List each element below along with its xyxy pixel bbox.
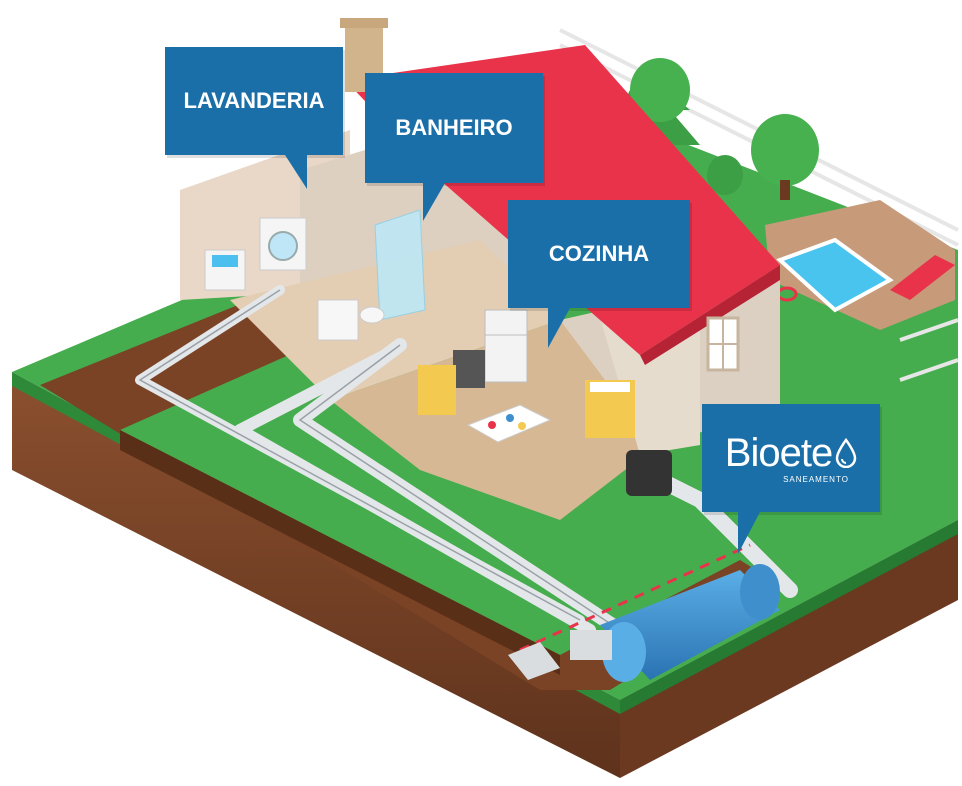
brand-tagline: SANEAMENTO (783, 474, 849, 484)
brand-logo: Bioete (725, 433, 857, 473)
refrigerator (484, 309, 528, 383)
callout-tail (285, 155, 307, 189)
bathroom-sink (317, 299, 359, 341)
label-cozinha: COZINHA (508, 200, 690, 348)
grease-trap (626, 450, 672, 496)
kitchen-counter (418, 365, 635, 438)
toilet (359, 306, 385, 324)
swimming-pool (776, 237, 894, 313)
brand-logo-box: Bioete SANEAMENTO (702, 404, 880, 554)
label-lavanderia: LAVANDERIA (165, 47, 343, 189)
window (706, 316, 740, 372)
shower-box (374, 209, 426, 321)
lounge-chair (890, 255, 955, 300)
water-drop-icon (835, 437, 857, 468)
tree (751, 114, 819, 200)
inspection-box (508, 642, 560, 680)
label-lavanderia-text: LAVANDERIA (183, 88, 325, 113)
callout-tail (423, 183, 445, 221)
tree (707, 155, 743, 195)
callout-tail (548, 308, 570, 348)
label-banheiro: BANHEIRO (365, 73, 543, 221)
brand-name: Bioete (724, 430, 833, 475)
soil-trench (40, 280, 780, 690)
laundry-sink (204, 249, 246, 291)
washing-machine (259, 217, 307, 271)
callout-tail (738, 512, 760, 554)
flow-line (519, 543, 751, 652)
treatment-tank (570, 564, 780, 682)
pipe-outline (138, 289, 621, 631)
label-cozinha-text: COZINHA (548, 241, 650, 266)
dining-table (466, 404, 552, 443)
label-banheiro-text: BANHEIRO (395, 115, 513, 140)
stove (453, 350, 485, 388)
